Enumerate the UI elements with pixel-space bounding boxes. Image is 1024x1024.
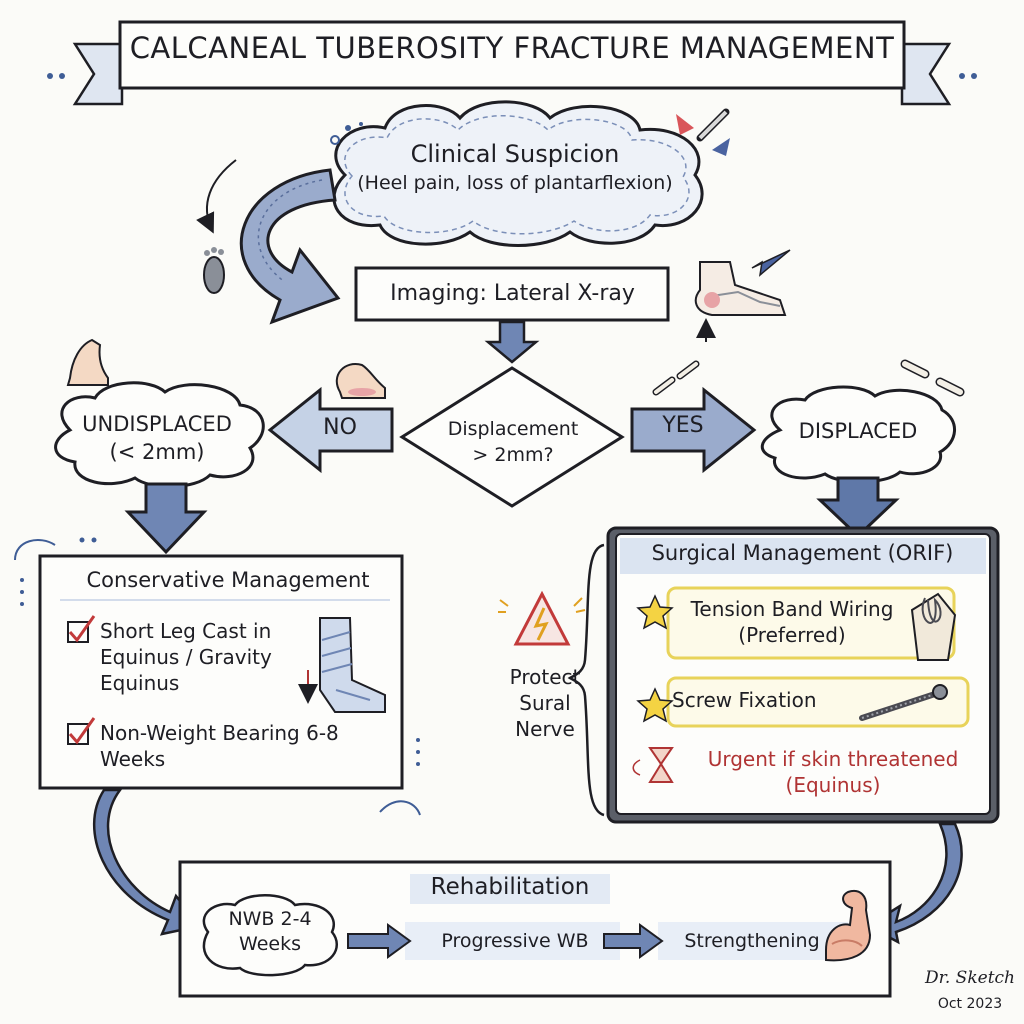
- curved-arrow: [196, 159, 341, 325]
- nwb-cloud: [202, 894, 338, 977]
- no-arrow: [267, 386, 394, 474]
- arrow-to-conservative: [124, 482, 208, 555]
- foot-icon: [66, 338, 109, 386]
- checkbox-icon: [67, 615, 96, 745]
- signature-name: Dr. Sketch: [924, 968, 1015, 988]
- no-label: NO: [323, 415, 357, 440]
- surgical-item-screw: Screw Fixation: [672, 688, 817, 712]
- page-title: CALCANEAL TUBEROSITY FRACTURE MANAGEMENT: [129, 31, 895, 65]
- tension-wire-icon: [910, 592, 957, 661]
- conservative-title: Conservative Management: [86, 568, 370, 592]
- clinical-suspicion-cloud: [330, 100, 704, 247]
- arrow-nwb-to-progressive: [347, 923, 412, 959]
- pencil-icon: [676, 108, 730, 156]
- cast-leg-icon: [298, 617, 386, 713]
- rehab-step-nwb: NWB 2-4 Weeks: [228, 908, 312, 955]
- surgical-title: Surgical Management (ORIF): [651, 541, 954, 565]
- rehabilitation-title: Rehabilitation: [430, 874, 590, 900]
- displaced-label: DISPLACED: [798, 419, 918, 443]
- rehab-step-strengthening: Strengthening: [684, 930, 820, 952]
- foot-icon: [335, 363, 386, 399]
- progressive-highlight: [405, 922, 620, 960]
- flexed-arm-icon: [825, 890, 872, 962]
- warning-lightning-icon: [498, 590, 586, 646]
- arrow-to-surgical: [816, 476, 900, 539]
- signature-date: Oct 2023: [937, 996, 1003, 1012]
- arrow-progressive-to-strength: [603, 923, 664, 959]
- decision-question: Displacement > 2mm?: [447, 418, 579, 466]
- undisplaced-cloud: [54, 381, 265, 489]
- yes-arrow: [630, 386, 757, 474]
- clinical-suspicion-title: Clinical Suspicion: [410, 140, 620, 168]
- decorative-swirl: [14, 537, 421, 816]
- conservative-item-cast: Short Leg Cast in Equinus / Gravity Equi…: [100, 619, 272, 695]
- arrow-imaging-to-decision: [484, 320, 540, 364]
- sural-nerve-warning: Protect Sural Nerve: [509, 665, 581, 741]
- surgical-item-tension-band: Tension Band Wiring (Preferred): [690, 597, 894, 647]
- nerve-bracket: [567, 543, 605, 817]
- displaced-cloud: [761, 385, 956, 484]
- title-banner: [47, 20, 977, 106]
- clinical-suspicion-subtitle: (Heel pain, loss of plantarflexion): [357, 172, 673, 194]
- screw-icon: [859, 684, 948, 721]
- imaging-box: [354, 266, 670, 322]
- star-icon: [636, 594, 674, 723]
- surgical-urgent-note: Urgent if skin threatened (Equinus): [707, 747, 959, 797]
- imaging-label: Imaging: Lateral X-ray: [390, 281, 635, 306]
- undisplaced-label: UNDISPLACED (< 2mm): [82, 412, 232, 465]
- strengthening-highlight: [658, 922, 848, 960]
- rehab-step-progressive: Progressive WB: [441, 930, 589, 952]
- broken-bone-icon: [652, 359, 965, 397]
- foot-print-icon: [203, 247, 225, 294]
- bone-x-ray-icon: [694, 249, 791, 342]
- yes-label: YES: [662, 413, 704, 438]
- conservative-item-nwb: Non-Weight Bearing 6-8 Weeks: [100, 721, 339, 771]
- decision-diamond: [399, 366, 625, 508]
- hourglass-icon: [632, 747, 674, 783]
